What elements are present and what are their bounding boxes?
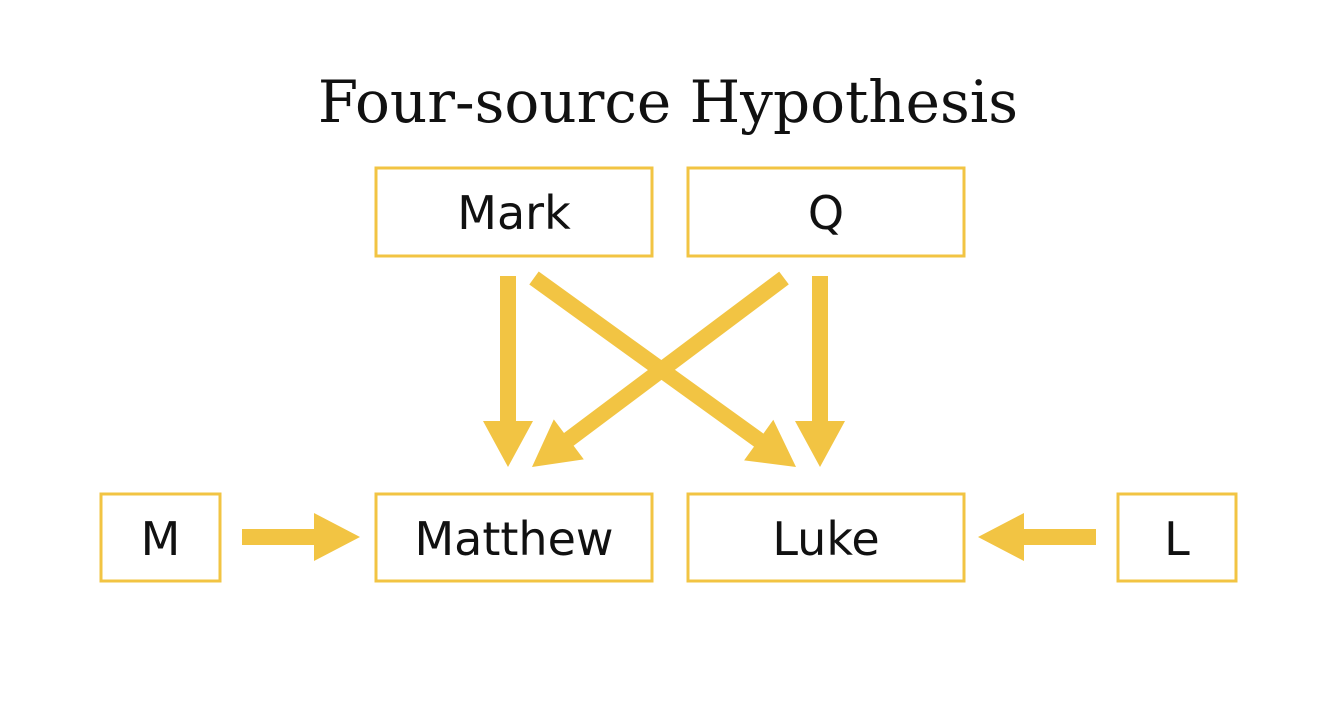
diagram-title: Four-source Hypothesis xyxy=(318,68,1018,136)
node-l-label: L xyxy=(1164,512,1190,566)
arrow-m-to-matthew xyxy=(242,513,360,561)
node-m-box xyxy=(99,492,222,583)
arrow-q-to-matthew xyxy=(532,271,789,467)
node-q-box xyxy=(686,166,966,258)
node-q-label: Q xyxy=(808,186,844,240)
node-m: M xyxy=(99,492,222,583)
node-luke-box xyxy=(686,492,966,583)
node-q: Q xyxy=(686,166,966,258)
node-mark-label: Mark xyxy=(457,186,571,240)
edges xyxy=(242,271,1096,561)
arrow-l-to-luke xyxy=(978,513,1096,561)
node-luke: Luke xyxy=(686,492,966,583)
node-l-box xyxy=(1116,492,1238,583)
arrow-q-to-luke xyxy=(795,276,845,467)
node-m-label: M xyxy=(141,512,181,566)
node-l: L xyxy=(1116,492,1238,583)
node-matthew-box xyxy=(374,492,654,583)
node-mark-box xyxy=(374,166,654,258)
node-mark: Mark xyxy=(374,166,654,258)
node-matthew-label: Matthew xyxy=(414,512,613,566)
node-matthew: Matthew xyxy=(374,492,654,583)
arrow-mark-to-matthew xyxy=(483,276,533,467)
node-luke-label: Luke xyxy=(772,512,879,566)
